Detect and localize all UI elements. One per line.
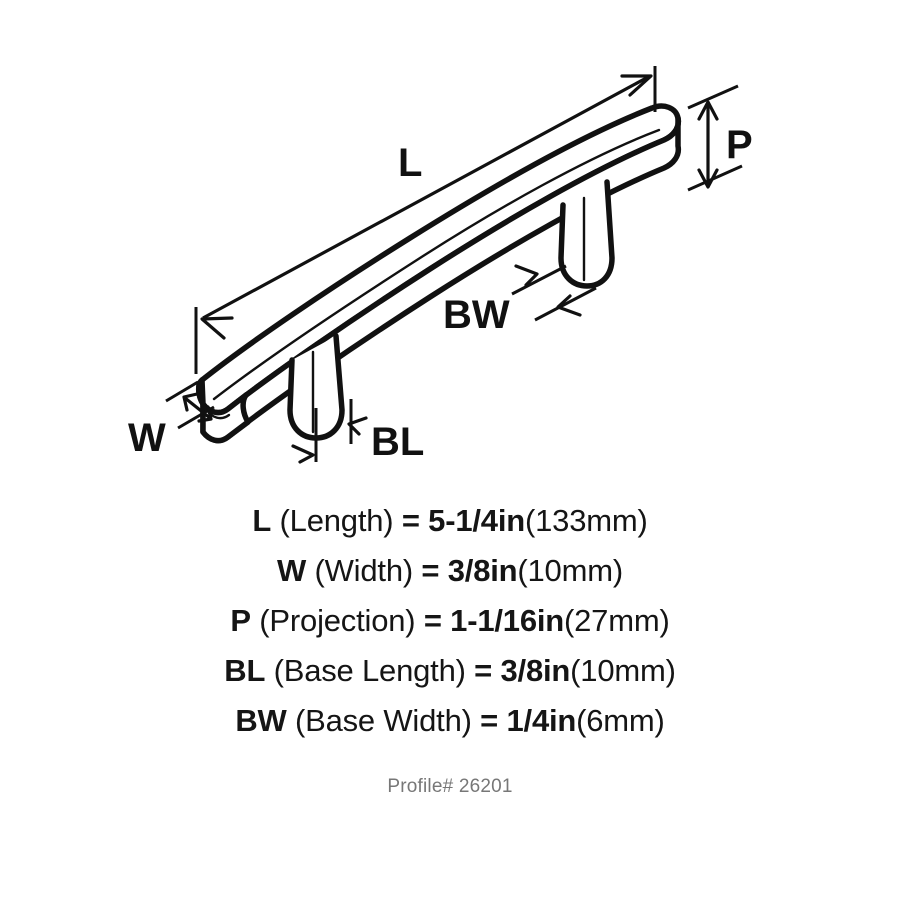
- spec-metric: (27mm): [564, 603, 670, 638]
- p-extension-top: [687, 84, 739, 110]
- profile-number: Profile# 26201: [387, 776, 513, 797]
- spec-name: (Base Width): [286, 703, 481, 738]
- p-arrowhead-bottom: [697, 168, 719, 189]
- bl-arrowhead-left: [291, 444, 315, 464]
- spec-name: (Projection): [250, 603, 424, 638]
- spec-symbol: W: [277, 553, 307, 588]
- spec-name: (Width): [306, 553, 422, 588]
- spec-row-base-width: BW (Base Width) = 1/4in(6mm): [0, 696, 900, 746]
- handle-bar-crease: [212, 128, 661, 401]
- specification-list: L (Length) = 5-1/4in(133mm) W (Width) = …: [0, 496, 900, 746]
- spec-value: 3/8in: [447, 553, 518, 588]
- l-arrowhead-right: [620, 74, 653, 97]
- w-extension-outer: [165, 380, 199, 403]
- spec-name: (Base Length): [265, 653, 475, 688]
- spec-symbol: BW: [235, 703, 287, 738]
- spec-metric: (10mm): [517, 553, 623, 588]
- bw-extension-lower: [534, 286, 597, 322]
- spec-equals: =: [421, 553, 448, 588]
- spec-row-base-length: BL (Base Length) = 3/8in(10mm): [0, 646, 900, 696]
- spec-name: (Length): [271, 503, 402, 538]
- spec-value: 1-1/16in: [450, 603, 565, 638]
- handle-left-endcap: [196, 377, 251, 444]
- w-arrowhead-end: [197, 405, 213, 423]
- l-dimension-line: [202, 74, 651, 320]
- label-base-length: BL: [371, 420, 424, 464]
- spec-equals: =: [474, 653, 501, 688]
- bl-arrowhead-right: [347, 416, 368, 436]
- spec-equals: =: [480, 703, 507, 738]
- bw-arrowhead-lower: [556, 294, 582, 317]
- label-base-width: BW: [443, 293, 510, 337]
- spec-equals: =: [423, 603, 451, 638]
- label-length: L: [398, 141, 422, 185]
- bw-extension-upper: [511, 264, 567, 296]
- w-dimension-line: [184, 396, 211, 420]
- technical-drawing: L P W BL: [128, 66, 753, 464]
- spec-symbol: BL: [224, 653, 266, 688]
- w-arrowhead-start: [182, 392, 199, 412]
- p-extension-bottom: [687, 164, 743, 192]
- spec-equals: =: [401, 503, 429, 538]
- spec-symbol: P: [230, 603, 251, 638]
- spec-metric: (10mm): [570, 653, 676, 688]
- spec-row-projection: P (Projection) = 1-1/16in(27mm): [0, 596, 900, 646]
- bw-arrowhead-upper: [514, 264, 539, 287]
- spec-value: 5-1/4in: [428, 503, 525, 538]
- spec-symbol: L: [252, 503, 272, 538]
- spec-value: 1/4in: [506, 703, 577, 738]
- pull-illustration: L P W BL: [128, 66, 753, 464]
- spec-metric: (133mm): [524, 503, 648, 538]
- spec-row-length: L (Length) = 5-1/4in(133mm): [0, 496, 900, 546]
- label-projection: P: [726, 123, 753, 167]
- spec-row-width: W (Width) = 3/8in(10mm): [0, 546, 900, 596]
- l-arrowhead-left: [200, 316, 234, 340]
- spec-metric: (6mm): [576, 703, 665, 738]
- spec-value: 3/8in: [500, 653, 571, 688]
- p-arrowhead-top: [697, 100, 719, 121]
- label-width: W: [128, 416, 166, 460]
